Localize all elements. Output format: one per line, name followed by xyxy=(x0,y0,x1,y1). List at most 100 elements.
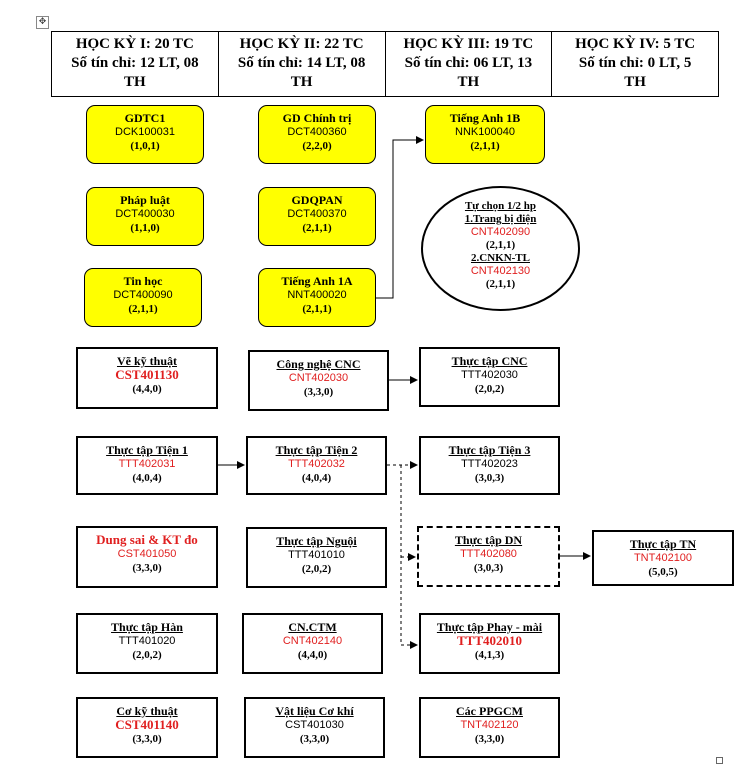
course-credits: (1,1,0) xyxy=(130,222,160,234)
course-name: Dung sai & KT đo xyxy=(96,532,198,547)
course-name: Công nghệ CNC xyxy=(276,357,361,371)
course-credits: (4,1,3) xyxy=(474,649,505,661)
course-tieng-anh-1b[interactable]: Tiếng Anh 1B NNK100040 (2,1,1) xyxy=(425,105,545,164)
course-tin-hoc[interactable]: Tin học DCT400090 (2,1,1) xyxy=(84,268,202,327)
course-code: TTT402023 xyxy=(461,458,518,470)
course-phap-luat[interactable]: Pháp luật DCT400030 (1,1,0) xyxy=(86,187,204,246)
course-tieng-anh-1a[interactable]: Tiếng Anh 1A NNT400020 (2,1,1) xyxy=(258,268,376,327)
course-credits: (4,4,0) xyxy=(132,383,162,395)
course-credits: (3,0,3) xyxy=(473,562,504,574)
course-credits: (4,0,4) xyxy=(132,472,162,484)
course-cn-ctm[interactable]: CN.CTM CNT402140 (4,4,0) xyxy=(242,613,383,674)
course-thuc-tap-phay-mai[interactable]: Thực tập Phay - mài TTT402010 (4,1,3) xyxy=(419,613,560,674)
course-thuc-tap-tien-3[interactable]: Thực tập Tiện 3 TTT402023 (3,0,3) xyxy=(419,436,560,495)
course-code: NNT400020 xyxy=(287,289,347,301)
course-thuc-tap-tien-1[interactable]: Thực tập Tiện 1 TTT402031 (4,0,4) xyxy=(76,436,218,495)
elective-option-1-code: CNT402090 xyxy=(470,226,531,238)
course-code: CST401030 xyxy=(285,719,344,731)
course-code: DCT400090 xyxy=(113,289,173,301)
course-ve-ky-thuat[interactable]: Vẽ kỹ thuật CST401130 (4,4,0) xyxy=(76,347,218,409)
course-credits: (2,2,0) xyxy=(302,140,332,152)
course-credits: (2,0,2) xyxy=(474,383,505,395)
course-code: DCT400370 xyxy=(287,208,347,220)
course-thuc-tap-dn[interactable]: Thực tập DN TTT402080 (3,0,3) xyxy=(417,526,560,587)
course-gdtc1[interactable]: GDTC1 DCK100031 (1,0,1) xyxy=(86,105,204,164)
course-name: GD Chính trị xyxy=(282,111,352,125)
course-code: CNT402030 xyxy=(288,372,349,384)
course-code: TTT402010 xyxy=(456,633,522,648)
elective-option-1-name: 1.Trang bị điện xyxy=(464,213,537,225)
course-credits: (2,0,2) xyxy=(301,563,332,575)
course-name: Thực tập Tiện 1 xyxy=(106,443,188,457)
course-code: DCK100031 xyxy=(115,126,175,138)
course-name: Tin học xyxy=(123,274,163,288)
course-name: Thực tập Tiện 3 xyxy=(448,443,531,457)
course-name: Vẽ kỹ thuật xyxy=(116,354,177,368)
course-thuc-tap-han[interactable]: Thực tập Hàn TTT401020 (2,0,2) xyxy=(76,613,218,674)
arrow-tieng-anh-1a-to-1b xyxy=(376,136,424,299)
course-code: CNT402140 xyxy=(282,635,343,647)
elective-title: Tự chọn 1/2 hp xyxy=(464,200,537,212)
course-credits: (2,1,1) xyxy=(302,303,332,315)
course-code: TTT402031 xyxy=(118,458,176,470)
course-name: Thực tập DN xyxy=(454,533,523,547)
course-name: GDTC1 xyxy=(124,111,166,125)
course-credits: (3,3,0) xyxy=(474,733,505,745)
course-credits: (4,4,0) xyxy=(297,649,328,661)
course-name: Tiếng Anh 1B xyxy=(449,111,521,125)
course-cong-nghe-cnc[interactable]: Công nghệ CNC CNT402030 (3,3,0) xyxy=(248,350,389,411)
course-gdqpan[interactable]: GDQPAN DCT400370 (2,1,1) xyxy=(258,187,376,246)
course-credits: (2,1,1) xyxy=(128,303,158,315)
course-credits: (4,0,4) xyxy=(301,472,332,484)
course-name: Vật liệu Cơ khí xyxy=(275,704,354,718)
course-name: Thực tập Tiện 2 xyxy=(275,443,358,457)
course-credits: (2,0,2) xyxy=(132,649,162,661)
course-code: TTT402080 xyxy=(460,548,517,560)
course-name: Pháp luật xyxy=(120,193,170,207)
course-vat-lieu-co-khi[interactable]: Vật liệu Cơ khí CST401030 (3,3,0) xyxy=(244,697,385,758)
course-name: Thực tập CNC xyxy=(451,354,528,368)
course-cac-ppgcm[interactable]: Các PPGCM TNT402120 (3,3,0) xyxy=(419,697,560,758)
course-code: NNK100040 xyxy=(455,126,515,138)
course-name: Tiếng Anh 1A xyxy=(281,274,353,288)
course-thuc-tap-nguoi[interactable]: Thực tập Nguội TTT401010 (2,0,2) xyxy=(246,527,387,588)
course-credits: (3,0,3) xyxy=(474,472,505,484)
course-credits: (5,0,5) xyxy=(648,566,678,578)
course-thuc-tap-tn[interactable]: Thực tập TN TNT402100 (5,0,5) xyxy=(592,530,734,586)
course-code: TTT401010 xyxy=(288,549,345,561)
elective-group[interactable]: Tự chọn 1/2 hp 1.Trang bị điện CNT402090… xyxy=(421,186,580,311)
course-name: Các PPGCM xyxy=(456,704,523,718)
course-name: Thực tập TN xyxy=(629,537,697,551)
course-gd-chinh-tri[interactable]: GD Chính trị DCT400360 (2,2,0) xyxy=(258,105,376,164)
course-credits: (3,3,0) xyxy=(303,386,334,398)
course-code: TTT401020 xyxy=(118,635,176,647)
course-code: CST401130 xyxy=(115,367,179,382)
table-move-handle-icon[interactable]: ✥ xyxy=(36,16,49,29)
course-code: DCT400360 xyxy=(287,126,347,138)
course-dung-sai[interactable]: Dung sai & KT đo CST401050 (3,3,0) xyxy=(76,526,218,588)
course-name: Cơ kỹ thuật xyxy=(116,704,178,718)
course-credits: (2,1,1) xyxy=(470,140,500,152)
course-code: TTT402030 xyxy=(461,369,518,381)
course-code: DCT400030 xyxy=(115,208,175,220)
course-code: CST401140 xyxy=(115,717,179,732)
resize-handle-icon[interactable] xyxy=(716,757,723,764)
elective-option-2-name: 2.CNKN-TL xyxy=(471,252,530,264)
course-credits: (2,1,1) xyxy=(302,222,332,234)
course-code: TTT402032 xyxy=(288,458,345,470)
course-code: TNT402120 xyxy=(460,719,519,731)
elective-option-1-credits: (2,1,1) xyxy=(485,239,516,251)
course-co-ky-thuat[interactable]: Cơ kỹ thuật CST401140 (3,3,0) xyxy=(76,697,218,758)
course-credits: (3,3,0) xyxy=(299,733,330,745)
course-code: TNT402100 xyxy=(633,552,693,564)
course-name: Thực tập Phay - mài xyxy=(436,620,543,634)
course-credits: (3,3,0) xyxy=(132,562,162,574)
course-thuc-tap-cnc[interactable]: Thực tập CNC TTT402030 (2,0,2) xyxy=(419,347,560,407)
elective-option-2-code: CNT402130 xyxy=(470,265,531,277)
course-thuc-tap-tien-2[interactable]: Thực tập Tiện 2 TTT402032 (4,0,4) xyxy=(246,436,387,495)
